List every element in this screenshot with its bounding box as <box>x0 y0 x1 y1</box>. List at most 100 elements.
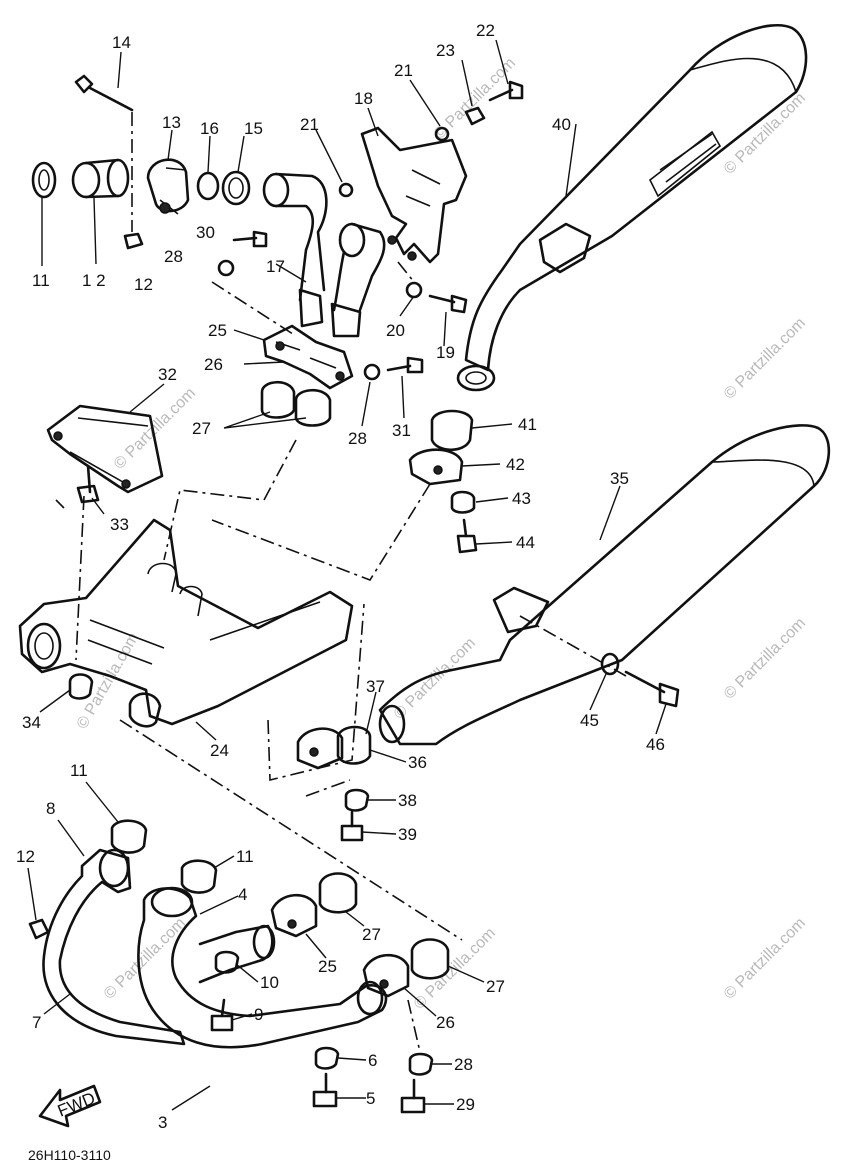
callout: 27 <box>486 977 505 996</box>
part-ring-15 <box>221 170 251 206</box>
part-head-pipe-7 <box>42 848 186 1046</box>
part-gasket-11 <box>31 161 57 199</box>
callout: 42 <box>506 455 525 474</box>
part-ring-16 <box>196 171 220 201</box>
part-washer-21 <box>434 126 450 142</box>
part-bolt-5 <box>312 1072 338 1108</box>
callout: 23 <box>436 41 455 60</box>
callout: 19 <box>436 343 455 362</box>
callout: 18 <box>354 89 373 108</box>
part-washer-28 <box>217 259 235 277</box>
callout: 30 <box>196 223 215 242</box>
part-nut-6 <box>314 1046 340 1070</box>
part-nut-23 <box>464 106 486 126</box>
part-washer-28 <box>363 363 381 381</box>
callout: 7 <box>32 1013 41 1032</box>
fwd-label: FWD <box>55 1089 98 1121</box>
watermark: © Partzilla.com <box>721 90 809 178</box>
part-clamp-13 <box>146 158 190 215</box>
watermark: © Partzilla.com <box>391 635 479 723</box>
callout: 10 <box>260 973 279 992</box>
fwd-arrow-icon <box>38 1084 102 1128</box>
callout: 1 2 <box>82 271 106 290</box>
part-washer-21 <box>338 182 354 198</box>
callout: 26 <box>204 355 223 374</box>
callout: 14 <box>112 33 131 52</box>
callout: 46 <box>646 735 665 754</box>
part-muffler-40 <box>456 23 808 392</box>
part-bolt-30 <box>232 230 268 248</box>
part-washer-20 <box>405 281 423 299</box>
callout: 22 <box>476 21 495 40</box>
callout-labels: 14 13 16 15 11 1 2 12 21 21 18 23 22 40 … <box>16 21 665 1132</box>
part-gasket-41 <box>430 409 474 452</box>
part-washer-45 <box>600 652 620 676</box>
callout: 41 <box>518 415 537 434</box>
callout: 34 <box>22 713 41 732</box>
part-bolt-31 <box>386 356 424 374</box>
leader-lines <box>27 39 667 1111</box>
part-nut-12 <box>123 232 144 250</box>
part-bracket-18 <box>360 126 468 264</box>
part-bolt-44 <box>456 518 478 554</box>
part-clamp-37 <box>296 727 344 770</box>
part-nut-43 <box>450 490 476 514</box>
part-nut-12 <box>28 918 50 940</box>
callout: 27 <box>192 419 211 438</box>
callout: 27 <box>362 925 381 944</box>
watermark: © Partzilla.com <box>74 630 143 732</box>
callout: 26 <box>436 1013 455 1032</box>
callout: 38 <box>398 791 417 810</box>
part-clamp-25 <box>270 893 318 938</box>
callout: 8 <box>46 799 55 818</box>
callout: 6 <box>368 1051 377 1070</box>
callout: 44 <box>516 533 535 552</box>
part-clamp-25-26 <box>262 324 354 390</box>
part-exhaust-pipe-17 <box>262 172 386 338</box>
part-nut-34 <box>68 673 94 700</box>
watermark: © Partzilla.com <box>721 915 809 1003</box>
part-nut-10 <box>214 950 240 974</box>
part-gaskets-27 <box>260 380 332 427</box>
callout: 21 <box>300 115 319 134</box>
callout: 40 <box>552 115 571 134</box>
part-bolt-29 <box>400 1078 426 1114</box>
callout: 12 <box>16 847 35 866</box>
watermark: © Partzilla.com <box>111 385 199 473</box>
assembly-lines <box>55 112 627 1053</box>
callout: 28 <box>164 247 183 266</box>
part-bolt-39 <box>340 810 364 842</box>
callout: 28 <box>348 429 367 448</box>
callout: 25 <box>208 321 227 340</box>
part-gasket-11 <box>110 819 148 854</box>
part-nut-38 <box>344 788 370 812</box>
part-muffler-35 <box>378 424 831 746</box>
callout: 32 <box>158 365 177 384</box>
part-bolt-14 <box>74 74 134 112</box>
callout: 13 <box>162 113 181 132</box>
part-gasket-11 <box>180 859 218 894</box>
callout: 3 <box>158 1113 167 1132</box>
callout: 31 <box>392 421 411 440</box>
watermarks: © Partzilla.com © Partzilla.com © Partzi… <box>74 55 809 1013</box>
callout: 16 <box>200 119 219 138</box>
part-nut-28 <box>408 1052 434 1076</box>
part-joint-12 <box>71 158 130 199</box>
watermark: © Partzilla.com <box>721 315 809 403</box>
callout: 36 <box>408 753 427 772</box>
callout: 21 <box>394 61 413 80</box>
part-bracket-32 <box>46 404 164 494</box>
callout: 39 <box>398 825 417 844</box>
callout: 9 <box>254 1005 263 1024</box>
callout: 28 <box>454 1055 473 1074</box>
part-head-pipe-3 <box>137 886 388 1049</box>
watermark: © Partzilla.com <box>721 615 809 703</box>
part-bolt-22 <box>488 80 524 102</box>
callout: 15 <box>244 119 263 138</box>
callout: 25 <box>318 957 337 976</box>
callout: 24 <box>210 741 229 760</box>
callout: 20 <box>386 321 405 340</box>
part-bolt-46 <box>624 670 680 708</box>
callout: 5 <box>366 1089 375 1108</box>
